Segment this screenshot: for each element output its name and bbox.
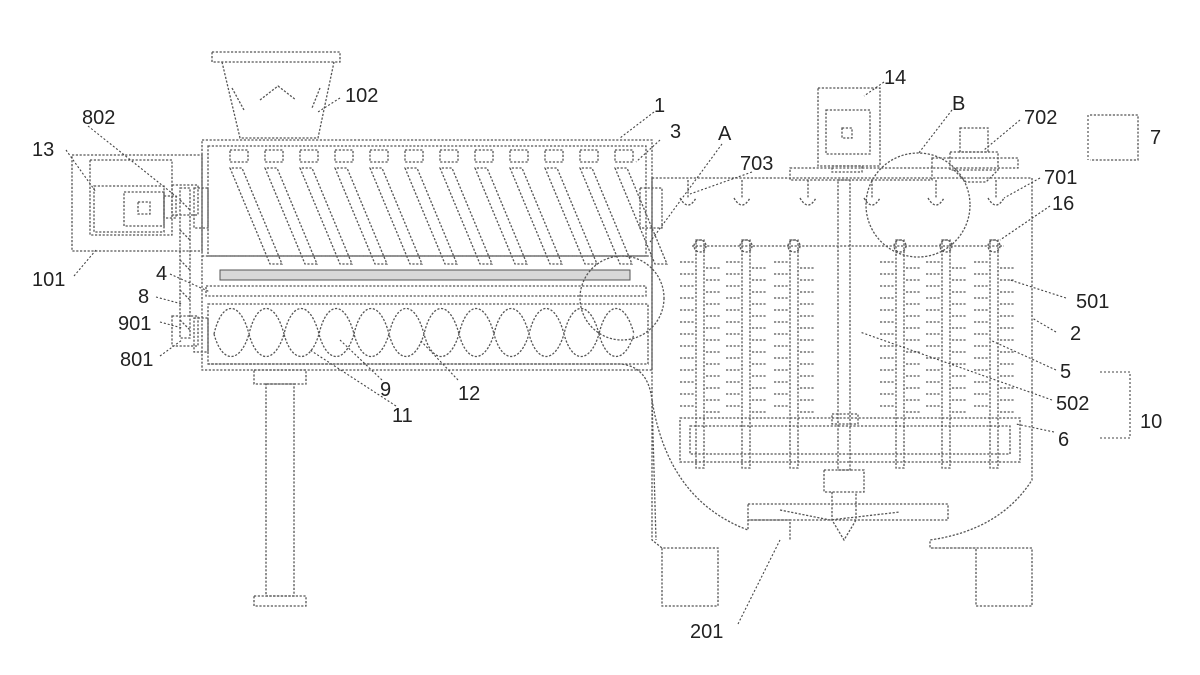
label-702: 702 xyxy=(1024,107,1057,129)
blade xyxy=(264,167,318,265)
rod xyxy=(741,239,751,469)
label-802: 802 xyxy=(82,107,115,129)
blade xyxy=(369,167,423,265)
nozzle xyxy=(799,197,817,206)
blade xyxy=(334,167,388,265)
label-12: 12 xyxy=(458,383,480,405)
tank-2 xyxy=(651,167,1033,607)
agitator-shaft-502 xyxy=(823,179,865,542)
filter-band-4 xyxy=(205,269,647,297)
rod-bearing-16 xyxy=(739,239,753,253)
label-501: 501 xyxy=(1076,291,1109,313)
blade-cap xyxy=(334,149,354,163)
blade-cap xyxy=(369,149,389,163)
motor-13 xyxy=(93,185,177,233)
label-A: A xyxy=(718,123,732,145)
blade xyxy=(299,167,353,265)
nozzle xyxy=(733,197,751,206)
spray-nozzles-703 xyxy=(679,180,1005,206)
label-9: 9 xyxy=(380,379,391,401)
label-B: B xyxy=(952,93,965,115)
blade xyxy=(544,167,598,265)
blade xyxy=(439,167,493,265)
label-3: 3 xyxy=(670,121,681,143)
leader-lines xyxy=(65,81,1131,625)
motor-14 xyxy=(817,87,881,173)
rod-bearing-16 xyxy=(693,239,707,253)
label-703: 703 xyxy=(740,153,773,175)
reference-labels: 1 102 802 13 101 4 8 901 801 9 11 12 3 A… xyxy=(32,67,1162,643)
rod xyxy=(989,239,999,469)
label-502: 502 xyxy=(1056,393,1089,415)
blade-cap xyxy=(299,149,319,163)
pipe-7 xyxy=(1090,114,1139,161)
detail-circle-b xyxy=(865,152,971,258)
support-leg xyxy=(253,369,307,607)
label-8: 8 xyxy=(138,286,149,308)
label-1: 1 xyxy=(654,95,665,117)
rod xyxy=(941,239,951,469)
blade xyxy=(579,167,633,265)
rod xyxy=(895,239,905,469)
stirring-rods-5 xyxy=(680,239,1014,469)
blade-cap xyxy=(614,149,634,163)
blade-cap xyxy=(404,149,424,163)
blade-cap xyxy=(544,149,564,163)
chain-drive-8 xyxy=(171,184,199,347)
label-101: 101 xyxy=(32,269,65,291)
blade xyxy=(614,167,668,265)
blade-cap xyxy=(579,149,599,163)
label-2: 2 xyxy=(1070,323,1081,345)
nozzle xyxy=(927,197,945,206)
label-11: 11 xyxy=(392,405,413,427)
blade xyxy=(229,167,283,265)
blade-cap xyxy=(264,149,284,163)
detail-circle-a xyxy=(579,255,665,341)
barrel-1 xyxy=(193,139,663,371)
label-801: 801 xyxy=(120,349,153,371)
nozzle xyxy=(679,197,697,206)
label-102: 102 xyxy=(345,85,378,107)
rod xyxy=(695,239,705,469)
label-901: 901 xyxy=(118,313,151,335)
label-13: 13 xyxy=(32,139,54,161)
nozzle xyxy=(863,197,881,206)
outlet-201 xyxy=(747,503,949,521)
screw-conveyor-9 xyxy=(207,303,649,365)
hopper-102 xyxy=(211,51,341,139)
blade xyxy=(474,167,528,265)
label-201: 201 xyxy=(690,621,723,643)
discharge-chute xyxy=(208,363,657,541)
blade xyxy=(509,167,563,265)
nozzle xyxy=(987,197,1005,206)
blade-array-3 xyxy=(229,149,668,265)
blade-cap xyxy=(474,149,494,163)
frame-6 xyxy=(679,417,1021,463)
label-14: 14 xyxy=(884,67,906,89)
label-10: 10 xyxy=(1140,411,1162,433)
blade-cap xyxy=(229,149,249,163)
label-7: 7 xyxy=(1150,127,1161,149)
rod xyxy=(789,239,799,469)
label-5: 5 xyxy=(1060,361,1071,383)
pump-702 xyxy=(931,127,1019,183)
label-16: 16 xyxy=(1052,193,1074,215)
label-6: 6 xyxy=(1058,429,1069,451)
blade-cap xyxy=(439,149,459,163)
label-4: 4 xyxy=(156,263,167,285)
label-701: 701 xyxy=(1044,167,1077,189)
blade xyxy=(404,167,458,265)
blade-cap xyxy=(509,149,529,163)
